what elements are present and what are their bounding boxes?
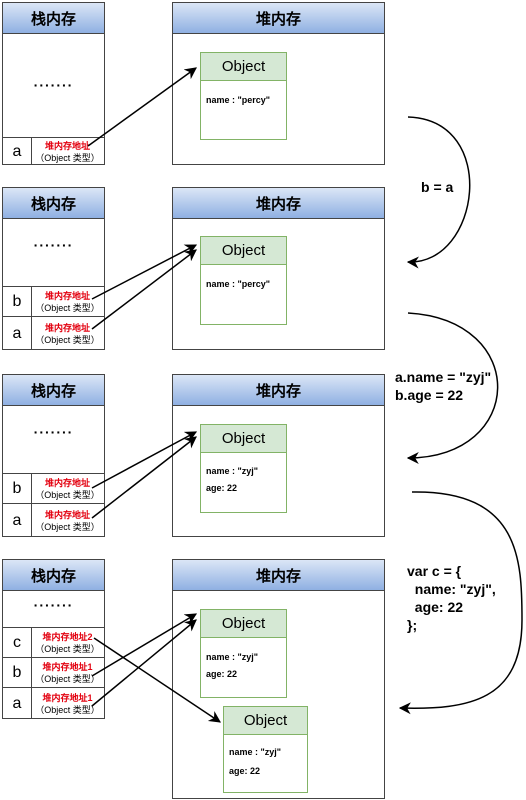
stack-cell-b: b 堆内存地址 （Object 类型） — [3, 473, 104, 504]
stack-header: 栈内存 — [3, 560, 104, 591]
stack-panel-2: 栈内存 ······· b 堆内存地址 （Object 类型） a 堆内存地址 … — [2, 187, 105, 350]
variable-name: b — [3, 658, 32, 688]
heap-object: Object name : "percy" — [200, 52, 287, 140]
type-text: （Object 类型） — [35, 490, 100, 500]
heap-object-1: Object name : "zyj" age: 22 — [200, 609, 287, 698]
ellipsis: ······· — [33, 424, 74, 440]
reference-value: 堆内存地址2 （Object 类型） — [31, 628, 104, 658]
stack-header: 栈内存 — [3, 375, 104, 406]
address-text: 堆内存地址1 — [42, 662, 93, 672]
object-header: Object — [201, 425, 286, 453]
object-property: name : "zyj" — [206, 652, 259, 662]
object-header: Object — [201, 610, 286, 638]
heap-header: 堆内存 — [173, 188, 384, 219]
ellipsis: ······· — [33, 597, 74, 613]
type-text: （Object 类型） — [35, 303, 100, 313]
reference-value: 堆内存地址 （Object 类型） — [31, 317, 104, 350]
variable-name: b — [3, 474, 32, 504]
stack-cell-a: a 堆内存地址 （Object 类型） — [3, 503, 104, 537]
type-text: （Object 类型） — [35, 152, 100, 163]
stack-panel-1: 栈内存 ······· a 堆内存地址 （Object 类型） — [2, 2, 105, 165]
stack-panel-4: 栈内存 ······· c 堆内存地址2 （Object 类型） b 堆内存地址… — [2, 559, 105, 719]
object-property: name : "zyj" — [229, 747, 282, 757]
heap-header: 堆内存 — [173, 560, 384, 591]
stack-cell-a: a 堆内存地址 （Object 类型） — [3, 137, 104, 165]
stack-cell-a: a 堆内存地址 （Object 类型） — [3, 316, 104, 350]
pointer-arrow — [93, 637, 221, 723]
pointer-arrow — [91, 436, 197, 519]
address-text: 堆内存地址1 — [42, 692, 93, 703]
reference-value: 堆内存地址 （Object 类型） — [31, 504, 104, 537]
address-text: 堆内存地址 — [44, 291, 90, 301]
heap-object: Object name : "zyj" age: 22 — [200, 424, 287, 513]
variable-name: c — [3, 628, 32, 658]
heap-object-2: Object name : "zyj" age: 22 — [223, 706, 308, 793]
heap-header: 堆内存 — [173, 375, 384, 406]
pointer-arrow — [91, 619, 197, 707]
heap-header: 堆内存 — [173, 3, 384, 34]
step-note-1: b = a — [421, 179, 454, 195]
reference-value: 堆内存地址 （Object 类型） — [31, 287, 104, 317]
stack-cell-a: a 堆内存地址1 （Object 类型） — [3, 687, 104, 719]
variable-name: b — [3, 287, 32, 317]
reference-value: 堆内存地址 （Object 类型） — [31, 474, 104, 504]
object-property: name : "percy" — [206, 95, 271, 105]
transition-arrow — [406, 312, 499, 464]
type-text: （Object 类型） — [35, 704, 100, 715]
object-property: age: 22 — [229, 766, 261, 776]
object-property: age: 22 — [206, 483, 238, 493]
stack-cell-b: b 堆内存地址1 （Object 类型） — [3, 657, 104, 688]
reference-value: 堆内存地址1 （Object 类型） — [31, 658, 104, 688]
address-text: 堆内存地址 — [44, 509, 90, 520]
heap-object: Object name : "percy" — [200, 236, 287, 325]
pointer-arrow — [91, 249, 197, 330]
step-note-2: a.name = "zyj" b.age = 22 — [395, 369, 492, 403]
type-text: （Object 类型） — [35, 334, 100, 345]
pointer-arrow — [87, 67, 197, 147]
object-property: name : "percy" — [206, 279, 271, 289]
pointer-arrow — [91, 244, 198, 300]
stack-header: 栈内存 — [3, 3, 104, 34]
object-header: Object — [201, 53, 286, 81]
address-text: 堆内存地址 — [44, 140, 90, 151]
pointer-arrow — [91, 431, 198, 489]
ellipsis: ······· — [33, 77, 74, 93]
address-text: 堆内存地址 — [44, 322, 90, 333]
ellipsis: ······· — [33, 237, 74, 253]
variable-name: a — [3, 504, 32, 537]
address-text: 堆内存地址 — [44, 478, 90, 488]
transition-arrow — [398, 491, 523, 715]
transition-arrow — [406, 116, 471, 269]
variable-name: a — [3, 317, 32, 350]
stack-cell-c: c 堆内存地址2 （Object 类型） — [3, 627, 104, 658]
stack-panel-3: 栈内存 ······· b 堆内存地址 （Object 类型） a 堆内存地址 … — [2, 374, 105, 537]
reference-value: 堆内存地址1 （Object 类型） — [31, 688, 104, 719]
object-header: Object — [224, 707, 307, 735]
variable-name: a — [3, 688, 32, 719]
reference-value: 堆内存地址 （Object 类型） — [31, 138, 104, 165]
object-property: age: 22 — [206, 669, 238, 679]
object-header: Object — [201, 237, 286, 265]
step-note-3: var c = { name: "zyj", age: 22 }; — [407, 563, 496, 633]
type-text: （Object 类型） — [35, 521, 100, 532]
variable-name: a — [3, 138, 32, 165]
stack-cell-b: b 堆内存地址 （Object 类型） — [3, 286, 104, 317]
type-text: （Object 类型） — [35, 644, 100, 654]
type-text: （Object 类型） — [35, 674, 100, 684]
pointer-arrow — [91, 613, 198, 677]
stack-header: 栈内存 — [3, 188, 104, 219]
object-property: name : "zyj" — [206, 466, 259, 476]
address-text: 堆内存地址2 — [42, 632, 93, 642]
